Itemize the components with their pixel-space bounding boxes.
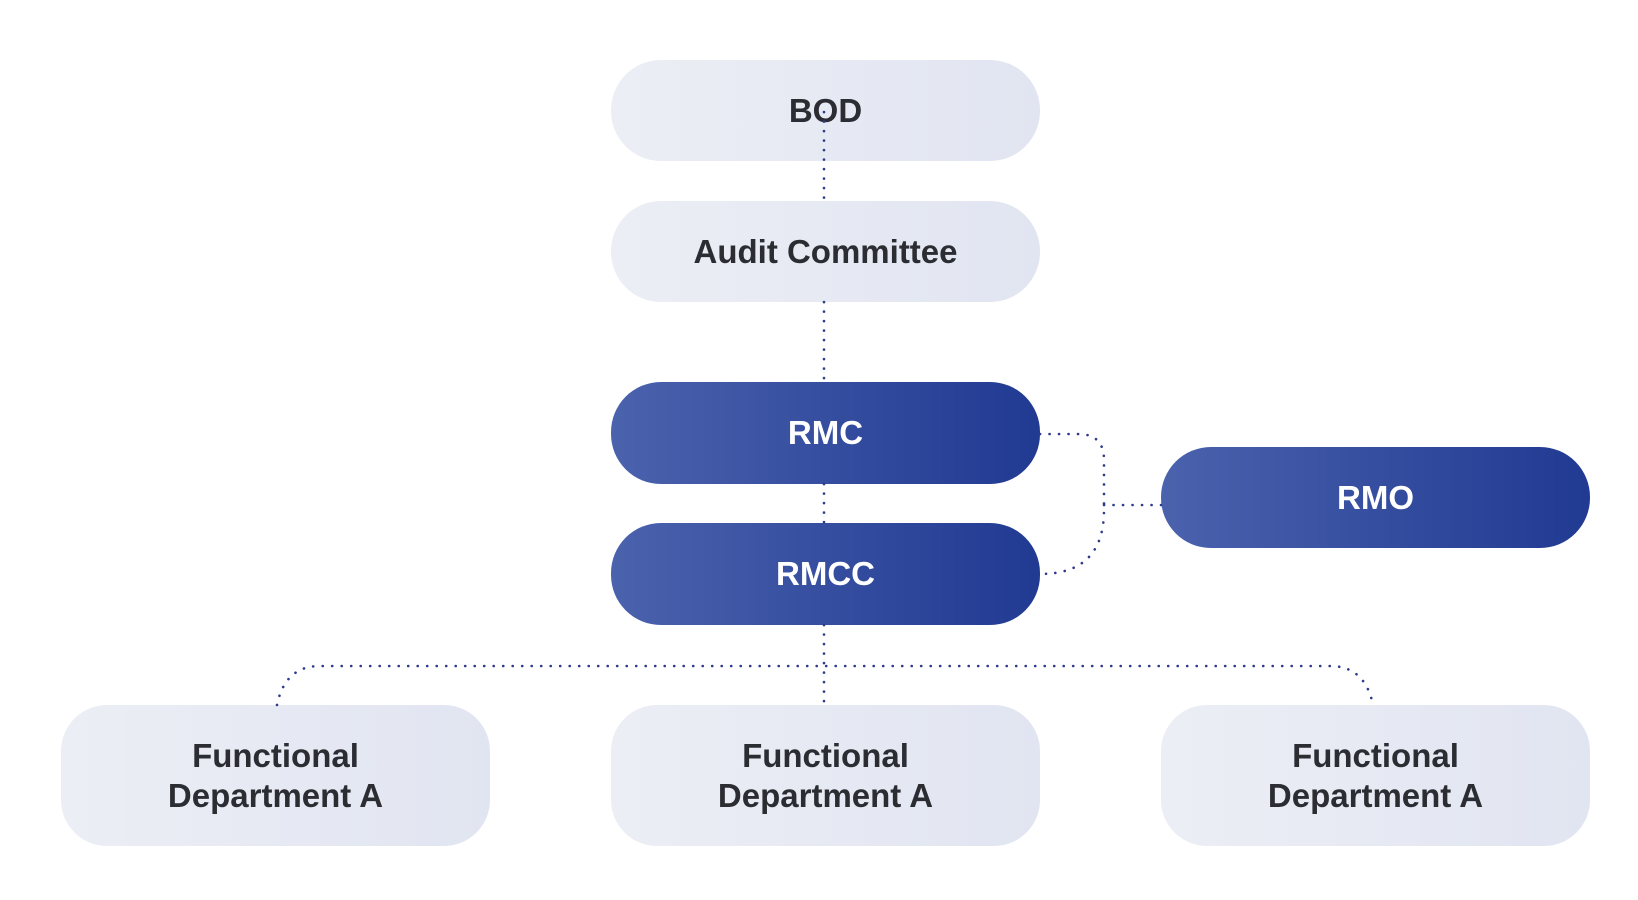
connector-dept-bus bbox=[275, 664, 1375, 707]
department-label-line-2: Department A bbox=[717, 776, 934, 814]
rmo-label: RMO bbox=[1337, 478, 1414, 516]
department-label-line-2: Department A bbox=[1267, 776, 1484, 814]
department-node-1: Functional Department A bbox=[61, 705, 490, 846]
connector-rmc-rmo bbox=[1038, 432, 1106, 576]
department-label-line-2: Department A bbox=[167, 776, 384, 814]
department-node-3: Functional Department A bbox=[1161, 705, 1590, 846]
rmcc-label: RMCC bbox=[776, 555, 875, 592]
rmc-label: RMC bbox=[787, 414, 864, 451]
department-node-2: Functional Department A bbox=[611, 705, 1040, 846]
department-label-1: Functional Department A bbox=[168, 736, 383, 816]
department-label-2: Functional Department A bbox=[718, 736, 933, 816]
bod-label: BOD bbox=[788, 91, 863, 129]
audit-committee-node: Audit Committee bbox=[611, 201, 1040, 302]
rmcc-node: RMCC bbox=[611, 523, 1040, 625]
rmo-node: RMO bbox=[1161, 447, 1590, 548]
audit-committee-label: Audit Committee bbox=[693, 232, 958, 270]
department-label-line-1: Functional bbox=[1292, 736, 1459, 774]
department-label-line-1: Functional bbox=[192, 736, 359, 774]
bod-node: BOD bbox=[611, 60, 1040, 161]
department-label-line-1: Functional bbox=[742, 736, 909, 774]
department-label-3: Functional Department A bbox=[1268, 736, 1483, 816]
rmc-node: RMC bbox=[611, 382, 1040, 484]
